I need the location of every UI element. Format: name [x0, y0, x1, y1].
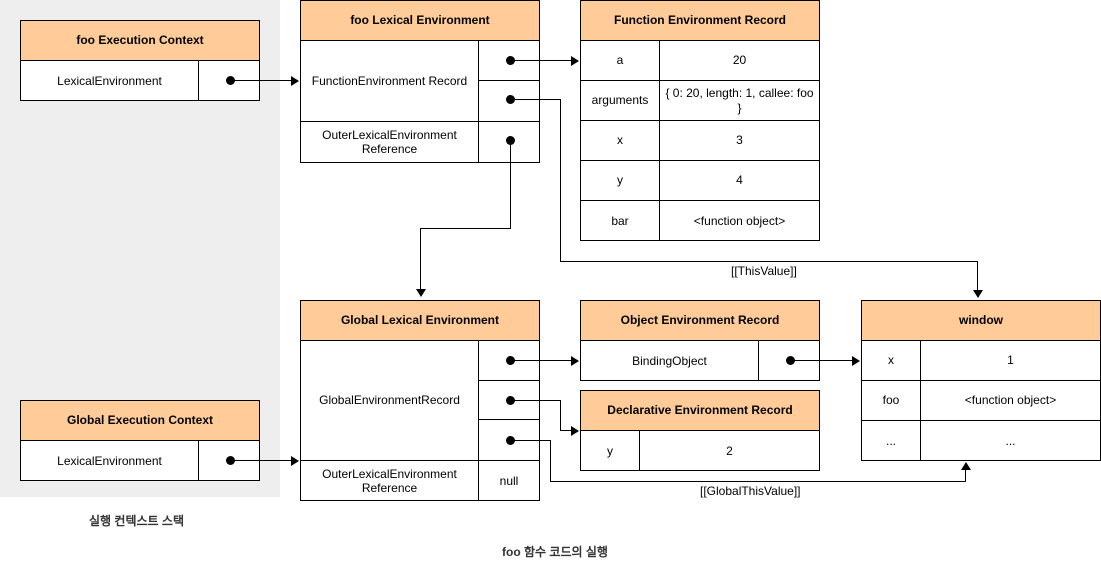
connector-arrow — [852, 356, 860, 366]
global-outer-lexical-environment-reference-label: OuterLexicalEnvironment Reference — [301, 461, 479, 501]
binding-key: ... — [862, 421, 921, 461]
connector-arrow — [961, 462, 971, 470]
binding-value: <function object> — [964, 393, 1057, 408]
table-row: y 2 — [581, 431, 819, 471]
binding-key: y — [581, 161, 660, 200]
table-row: OuterLexicalEnvironment Reference — [301, 122, 539, 162]
object-environment-record-header: Object Environment Record — [581, 301, 819, 341]
diagram-caption: foo 함수 코드의 실행 — [502, 545, 608, 559]
object-environment-record-box: Object Environment Record BindingObject — [580, 300, 820, 381]
global-ec-lexical-environment-label: LexicalEnvironment — [21, 441, 199, 481]
connector-arrow — [973, 290, 983, 298]
window-object-header: window — [862, 301, 1100, 341]
table-row: BindingObject — [581, 341, 819, 381]
binding-key: a — [581, 41, 660, 80]
connector-line — [560, 430, 572, 431]
connector-arrow — [291, 76, 299, 86]
table-row: ... ... — [862, 421, 1100, 461]
connector-arrow — [571, 56, 579, 66]
global-lexical-environment-header: Global Lexical Environment — [301, 301, 539, 341]
binding-key: x — [581, 121, 660, 160]
global-environment-record-label: GlobalEnvironmentRecord — [301, 341, 479, 460]
foo-lexical-environment-box: foo Lexical Environment FunctionEnvironm… — [300, 0, 540, 163]
connector-line — [510, 99, 561, 100]
function-environment-record-box: Function Environment Record a 20 argumen… — [580, 0, 820, 241]
global-outer-reference-value: null — [499, 473, 519, 488]
connector-line — [560, 261, 978, 262]
pointer-slot — [479, 381, 539, 421]
connector-line — [977, 261, 978, 291]
connector-line — [790, 360, 853, 361]
table-row: x 3 — [581, 121, 819, 161]
table-row: y 4 — [581, 161, 819, 201]
table-row: LexicalEnvironment — [21, 61, 259, 101]
connector-line — [510, 440, 551, 441]
table-row: bar <function object> — [581, 201, 819, 241]
binding-value: 2 — [726, 443, 733, 458]
binding-value: 20 — [732, 53, 747, 68]
table-row: foo <function object> — [862, 381, 1100, 421]
connector-arrow — [291, 456, 299, 466]
connector-arrow — [571, 356, 579, 366]
declarative-environment-record-header: Declarative Environment Record — [581, 391, 819, 431]
connector-line — [550, 440, 551, 481]
pointer-slot — [479, 341, 539, 381]
foo-outer-lexical-environment-reference-label: OuterLexicalEnvironment Reference — [301, 122, 479, 162]
connector-line — [550, 481, 965, 482]
binding-key: y — [581, 431, 640, 471]
table-row: GlobalEnvironmentRecord — [301, 341, 539, 461]
foo-ec-lexical-environment-label: LexicalEnvironment — [21, 61, 199, 101]
connector-line — [420, 228, 421, 290]
table-row: arguments { 0: 20, length: 1, callee: fo… — [581, 81, 819, 121]
table-row: FunctionEnvironment Record — [301, 41, 539, 122]
binding-object-label: BindingObject — [581, 341, 759, 381]
pointer-slot — [479, 41, 539, 81]
connector-arrow — [571, 426, 579, 436]
global-execution-context-box: Global Execution Context LexicalEnvironm… — [20, 400, 260, 481]
foo-execution-context-box: foo Execution Context LexicalEnvironment — [20, 20, 260, 101]
binding-value: 4 — [736, 173, 743, 188]
function-environment-record-label: FunctionEnvironment Record — [301, 41, 479, 121]
global-this-value-label: [[GlobalThisValue]] — [700, 484, 801, 498]
binding-key: bar — [581, 201, 660, 241]
connector-line — [510, 360, 572, 361]
binding-value: 1 — [1007, 353, 1014, 368]
foo-execution-context-header: foo Execution Context — [21, 21, 259, 61]
connector-line — [510, 140, 511, 228]
binding-key: arguments — [581, 81, 660, 120]
connector-line — [510, 60, 572, 61]
connector-line — [510, 400, 561, 401]
binding-key: x — [862, 341, 921, 380]
binding-value: 3 — [736, 133, 743, 148]
connector-line — [230, 460, 292, 461]
stack-caption: 실행 컨텍스트 스택 — [89, 514, 184, 528]
global-execution-context-header: Global Execution Context — [21, 401, 259, 441]
this-value-label: [[ThisValue]] — [731, 264, 797, 278]
table-row: x 1 — [862, 341, 1100, 381]
function-environment-record-header: Function Environment Record — [581, 1, 819, 41]
connector-line — [560, 99, 561, 261]
declarative-environment-record-box: Declarative Environment Record y 2 — [580, 390, 820, 471]
function-environment-record-pointer-cells — [479, 41, 539, 121]
connector-line — [420, 228, 511, 229]
foo-lexical-environment-header: foo Lexical Environment — [301, 1, 539, 41]
connector-line — [965, 470, 966, 482]
connector-line — [230, 80, 292, 81]
table-row: OuterLexicalEnvironment Reference null — [301, 461, 539, 501]
global-environment-record-pointer-cells — [479, 341, 539, 460]
binding-value: ... — [1005, 433, 1016, 448]
connector-line — [560, 400, 561, 430]
binding-value: <function object> — [693, 213, 786, 228]
window-object-box: window x 1 foo <function object> ... ... — [861, 300, 1101, 461]
binding-value: { 0: 20, length: 1, callee: foo } — [665, 86, 814, 115]
binding-key: foo — [862, 381, 921, 420]
connector-arrow — [416, 289, 426, 297]
table-row: a 20 — [581, 41, 819, 81]
global-lexical-environment-box: Global Lexical Environment GlobalEnviron… — [300, 300, 540, 501]
table-row: LexicalEnvironment — [21, 441, 259, 481]
